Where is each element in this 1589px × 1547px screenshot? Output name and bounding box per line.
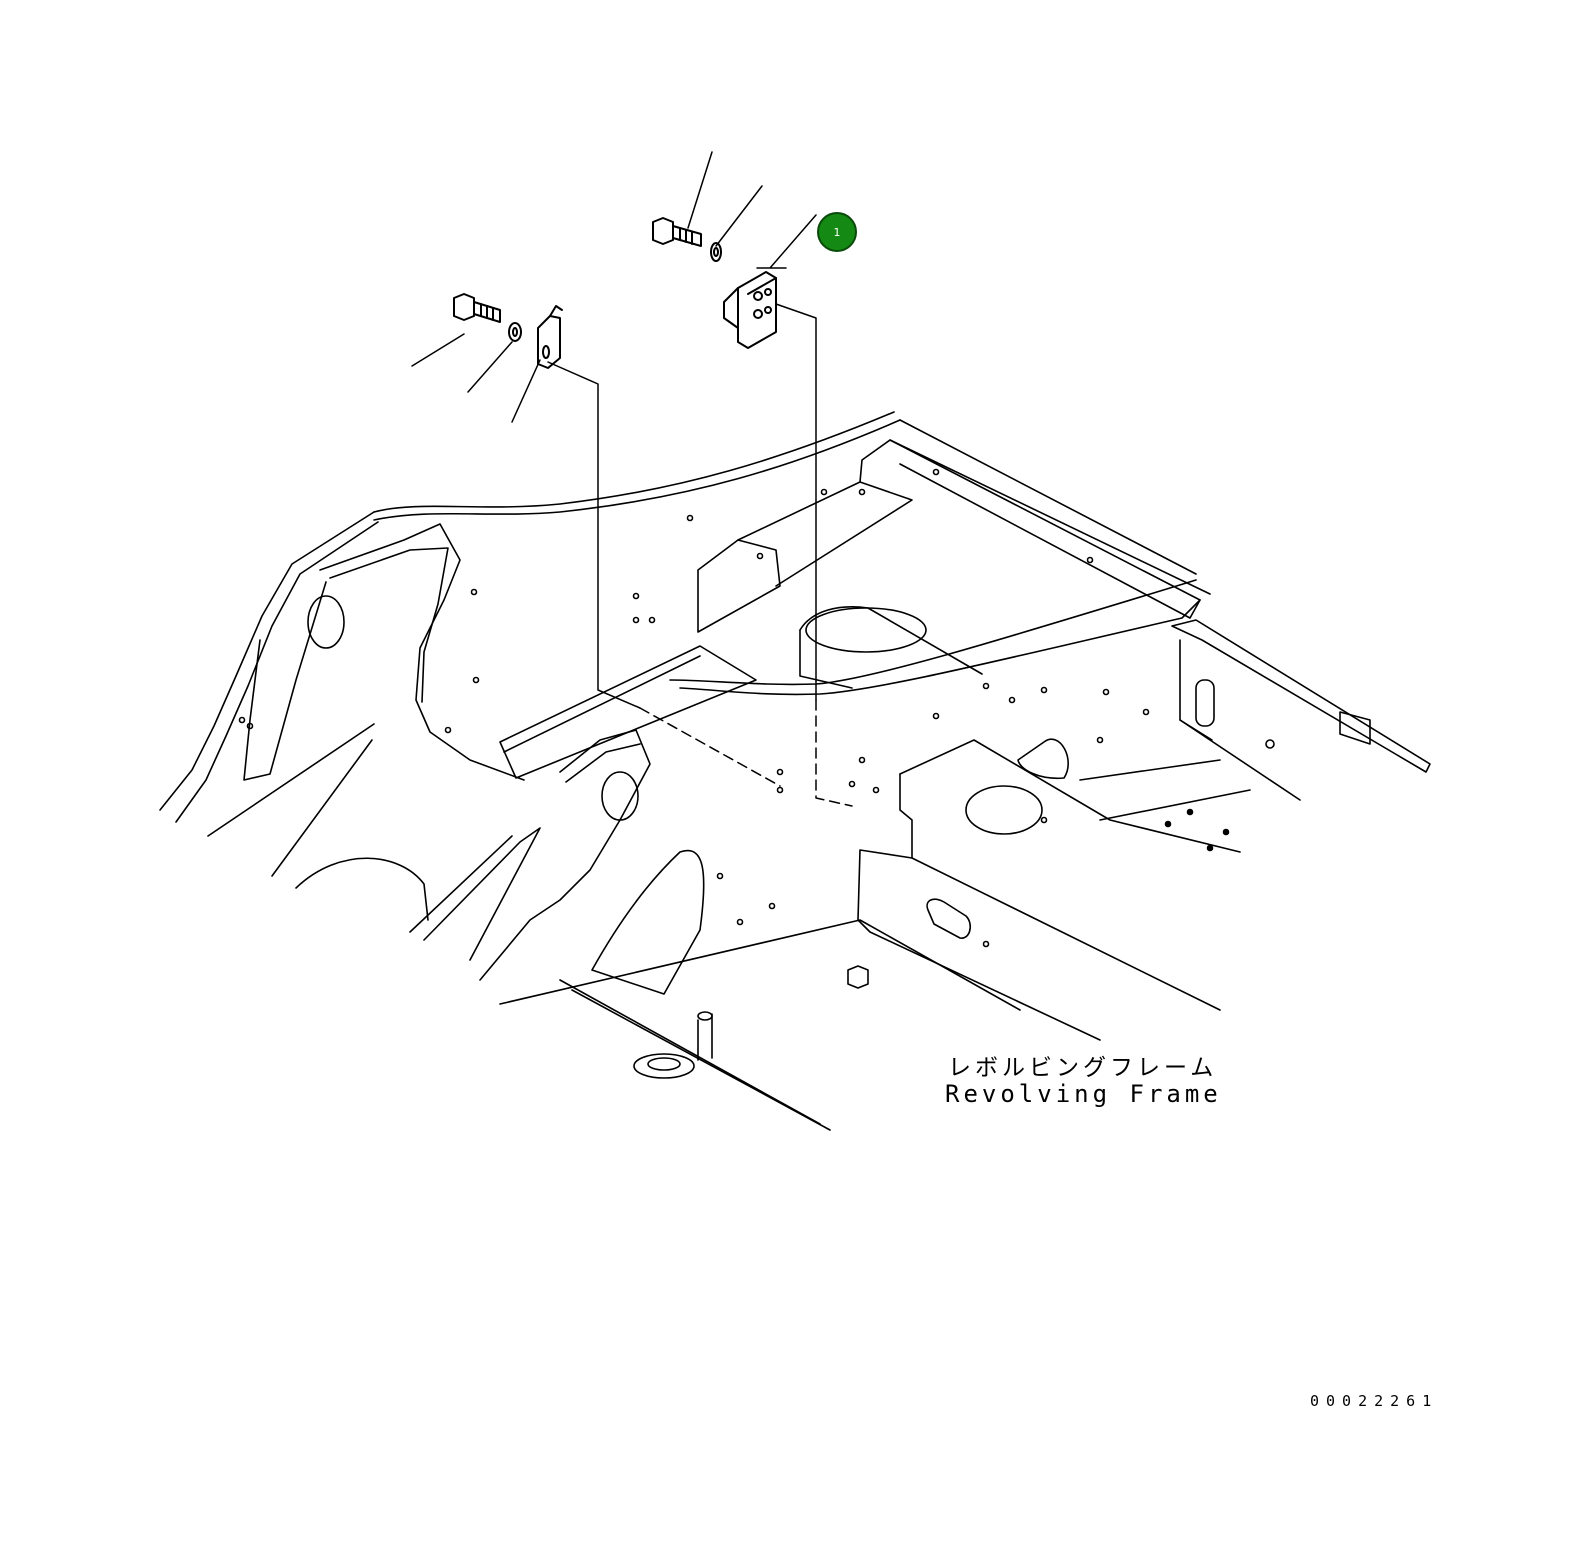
mounting-bracket-icon: [723, 271, 777, 349]
clip-bracket-icon: [537, 305, 563, 369]
left-hex-bolt-icon: [453, 293, 501, 323]
upper-hex-bolt-icon: [652, 217, 702, 247]
leader-line: [547, 361, 641, 709]
english-label: Revolving Frame: [945, 1080, 1222, 1108]
upper-washer-icon: [710, 242, 722, 262]
leader-line-dashed: [815, 699, 853, 807]
revolving-frame-drawing: [159, 411, 1431, 1131]
left-washer-icon: [508, 322, 522, 342]
document-number: 00022261: [1310, 1392, 1439, 1410]
japanese-label: レボルビングフレーム: [948, 1055, 1218, 1081]
leader-line: [687, 151, 817, 269]
leader-line: [775, 303, 817, 701]
leader-line: [411, 333, 541, 423]
callout-1-button[interactable]: 1: [817, 212, 857, 252]
leader-line-dashed: [639, 707, 781, 787]
